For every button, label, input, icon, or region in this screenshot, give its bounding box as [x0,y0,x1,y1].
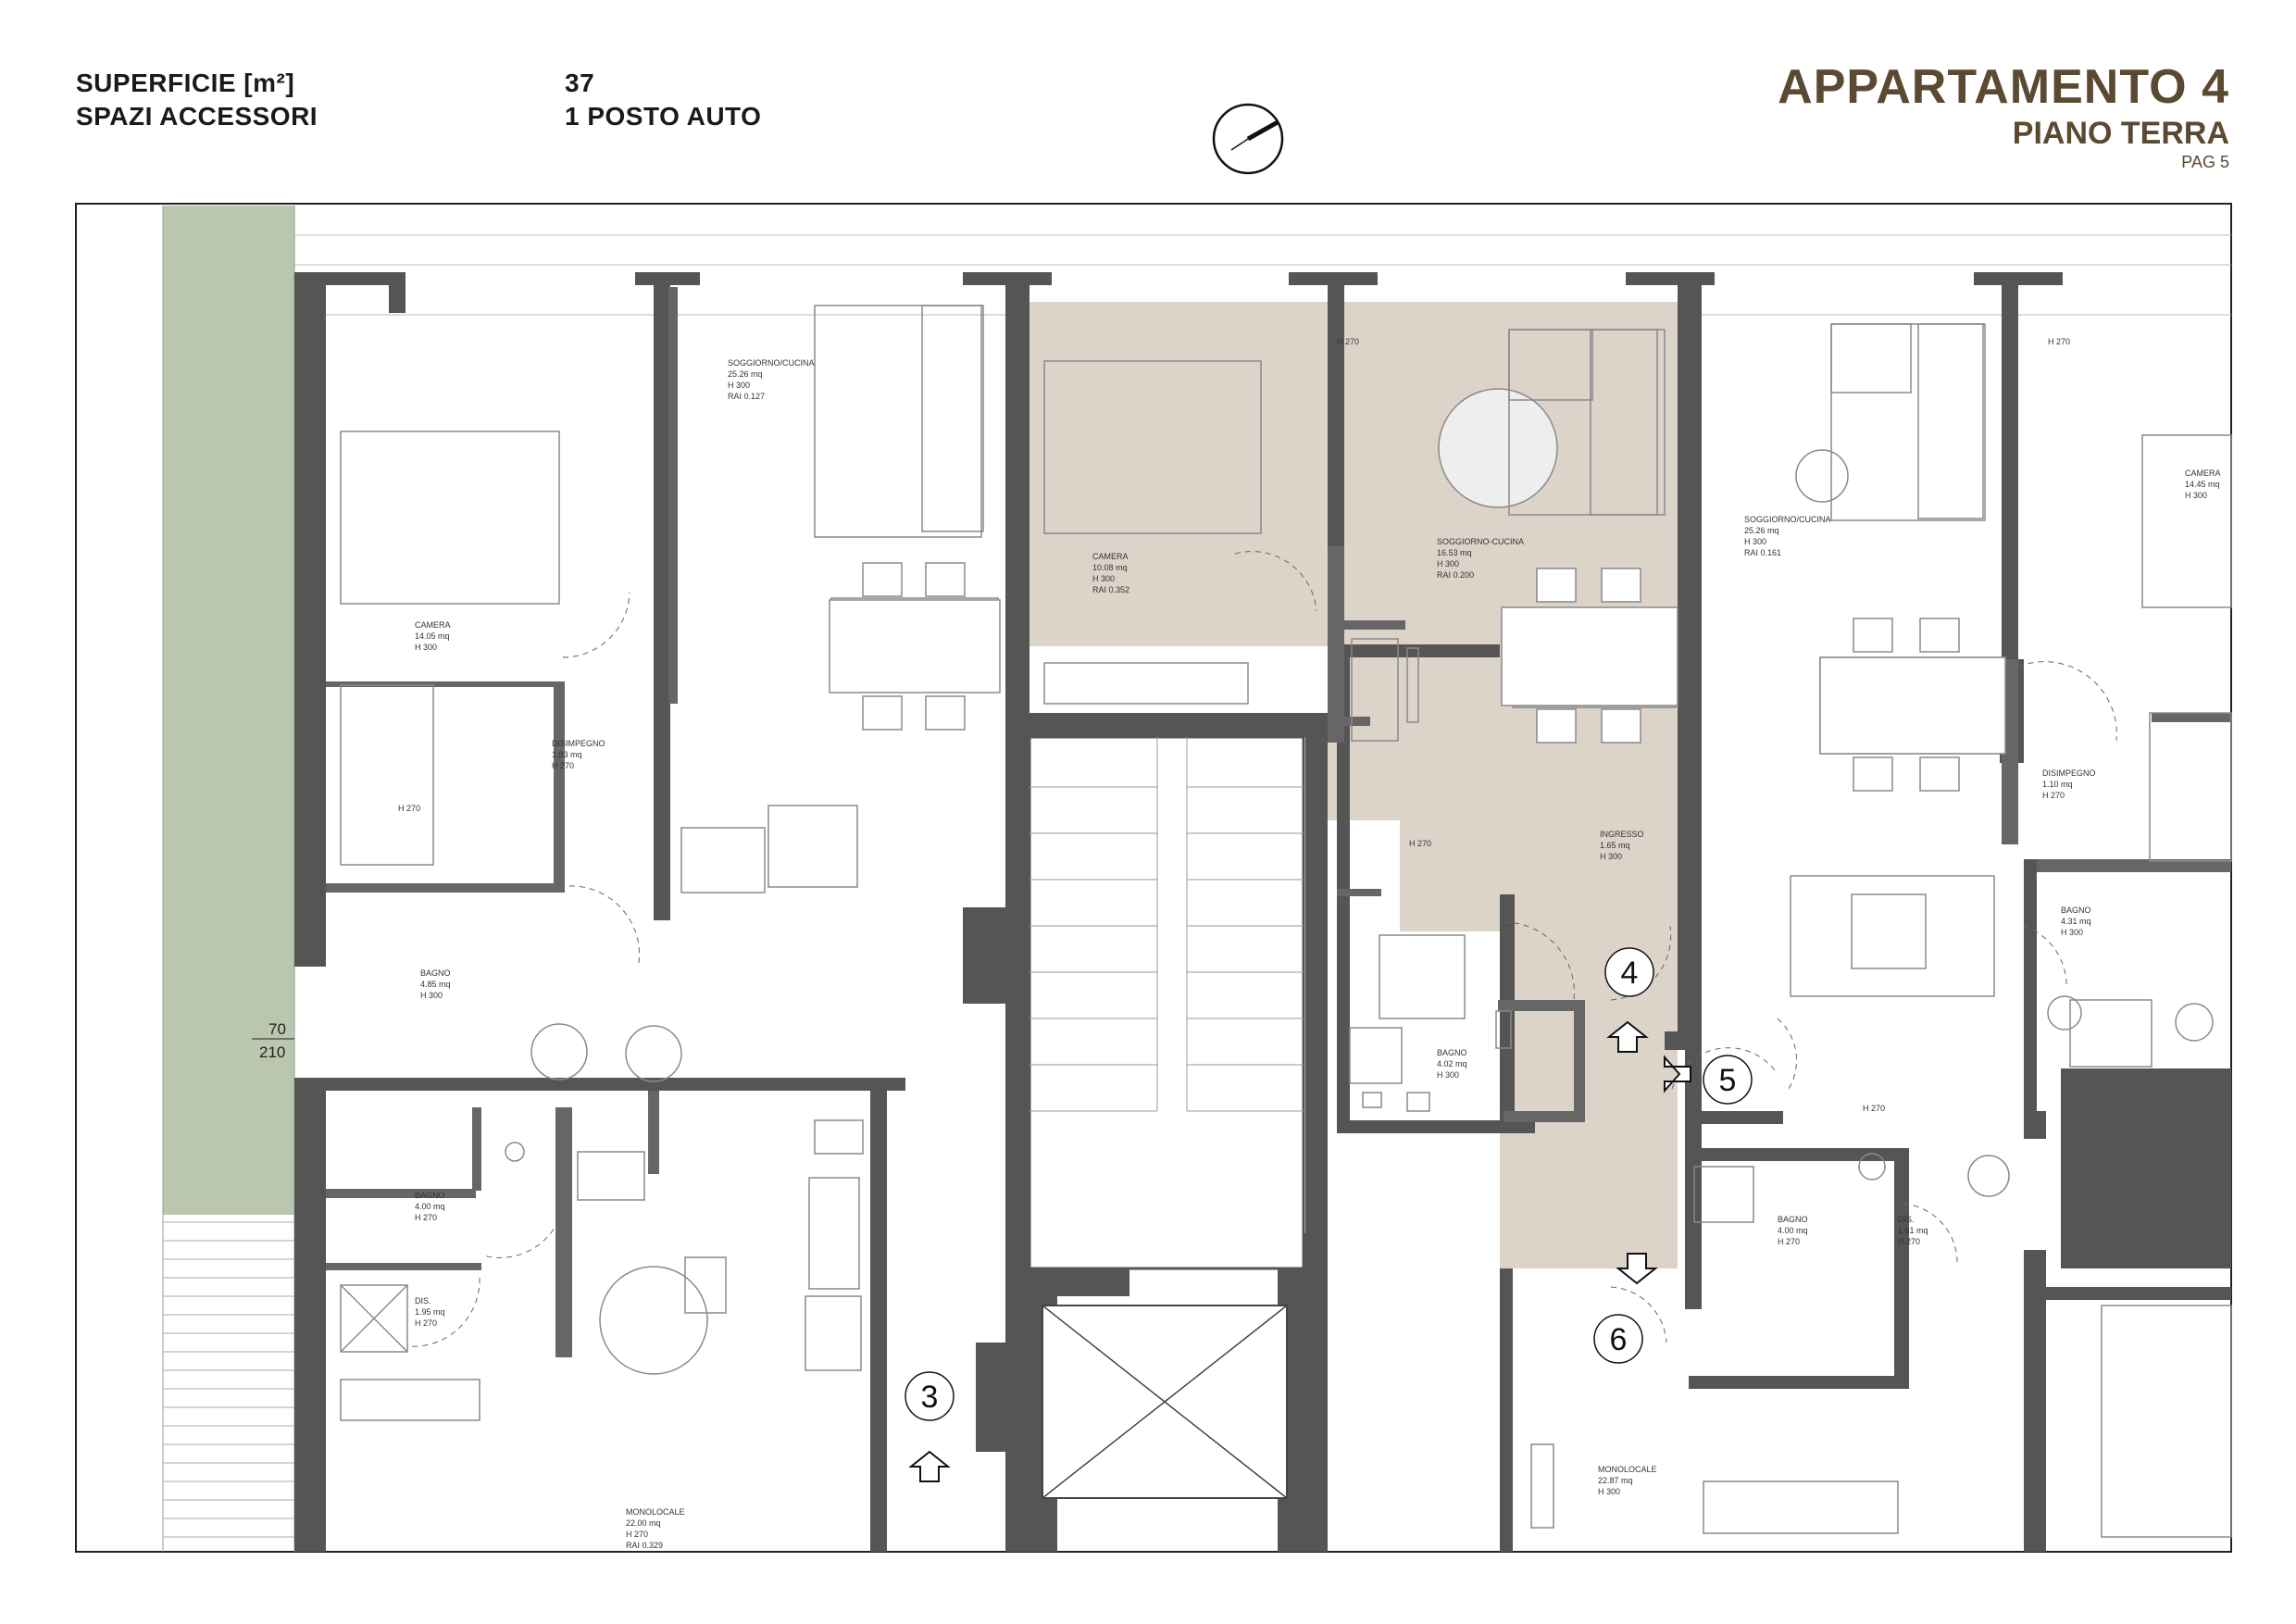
arrow-down-icon [1616,1253,1658,1285]
room-8-rai: RAI 0.352 [1092,585,1129,594]
room-1-name: SOGGIORNO/CUCINA [728,358,815,368]
room-12-area: 25.26 mq [1744,526,1779,535]
room-1-rai: RAI 0.127 [728,392,765,401]
arrow-right-icon [1664,1055,1691,1093]
height-label: H 270 [1863,1104,1885,1113]
room-9-height: H 300 [1437,559,1459,568]
room-9-rai: RAI 0.200 [1437,570,1474,580]
north-compass-icon [1212,103,1284,175]
room-14-area: 1.10 mq [2042,780,2073,789]
svg-text:4: 4 [1621,956,1639,991]
room-4-area: 4.85 mq [420,980,451,989]
room-5-name: BAGNO [415,1191,445,1200]
room-7-area: 22.00 mq [626,1518,661,1528]
room-9-name: SOGGIORNO-CUCINA [1437,537,1524,546]
page-title: APPARTAMENTO 4 [1778,60,2229,114]
room-10-name: INGRESSO [1600,830,1644,839]
svg-text:5: 5 [1719,1063,1737,1098]
room-3-area: 1.83 mq [552,750,582,759]
room-10-height: H 300 [1600,852,1622,861]
room-10-area: 1.65 mq [1600,841,1630,850]
garden-area [163,206,294,1215]
marker-4: 4 [1604,947,1654,997]
room-14-height: H 270 [2042,791,2065,800]
room-7-height: H 270 [626,1530,648,1539]
stair-core [1028,735,1305,1499]
marker-3: 3 [905,1371,955,1421]
room-11-name: BAGNO [1437,1048,1467,1057]
room-15-name: BAGNO [2061,906,2091,915]
room-11-area: 4.02 mq [1437,1059,1467,1068]
room-13-height: H 300 [2185,491,2207,500]
door-swings [406,551,2117,1347]
room-12-rai: RAI 0.161 [1744,548,1781,557]
room-17-height: H 270 [1898,1237,1920,1246]
room-2-name: CAMERA [415,620,451,630]
plan-frame [75,203,2232,1553]
room-16-area: 4.00 mq [1778,1226,1808,1235]
room-13-area: 14.45 mq [2185,480,2220,489]
arrow-up-icon [908,1450,951,1482]
spazi-accessori-value: 1 POSTO AUTO [565,102,762,131]
height-label: H 270 [398,804,420,813]
room-7-name: MONOLOCALE [626,1507,685,1517]
entry-arrows [908,1020,1691,1482]
window-height-dim: 210 [259,1043,285,1061]
room-13-name: CAMERA [2185,468,2221,478]
room-1-height: H 300 [728,381,750,390]
room-3-name: DISIMPEGNO [552,739,605,748]
room-6-name: DIS. [415,1296,431,1305]
partitions [326,287,2231,1357]
room-18-name: MONOLOCALE [1598,1465,1657,1474]
height-label: H 270 [1337,337,1359,346]
room-15-height: H 300 [2061,928,2083,937]
room-12-name: SOGGIORNO/CUCINA [1744,515,1831,524]
room-12-height: H 300 [1744,537,1766,546]
page-number: PAG 5 [2181,153,2229,171]
room-6-area: 1.95 mq [415,1307,445,1317]
room-2-height: H 300 [415,643,437,652]
room-5-height: H 270 [415,1213,437,1222]
room-8-name: CAMERA [1092,552,1129,561]
room-2-area: 14.05 mq [415,631,450,641]
room-11-height: H 300 [1437,1070,1459,1080]
height-label: H 270 [1409,839,1431,848]
arrow-up-icon [1606,1020,1649,1053]
room-8-height: H 300 [1092,574,1115,583]
svg-text:3: 3 [921,1380,939,1415]
room-7-rai: RAI 0.329 [626,1541,663,1550]
room-4-height: H 300 [420,991,443,1000]
height-label: H 270 [2048,337,2070,346]
dining-sets [829,562,2006,792]
room-1-area: 25.26 mq [728,369,763,379]
room-8-area: 10.08 mq [1092,563,1128,572]
room-18-height: H 300 [1598,1487,1620,1496]
superficie-label: SUPERFICIE [m²] [76,69,295,97]
room-15-area: 4.31 mq [2061,917,2091,926]
spazi-accessori-label: SPAZI ACCESSORI [76,102,318,131]
room-16-name: BAGNO [1778,1215,1808,1224]
room-5-area: 4.00 mq [415,1202,445,1211]
room-16-height: H 270 [1778,1237,1800,1246]
svg-text:6: 6 [1610,1322,1628,1357]
room-18-area: 22.87 mq [1598,1476,1633,1485]
window-width-dim: 70 [268,1020,286,1038]
floor-label: PIANO TERRA [2012,116,2229,151]
superficie-value: 37 [565,69,595,97]
exterior-steps [163,1221,294,1538]
room-17-name: DIS. [1898,1215,1915,1224]
room-6-height: H 270 [415,1318,437,1328]
marker-6: 6 [1593,1314,1643,1364]
room-17-area: 1.61 mq [1898,1226,1928,1235]
room-3-height: H 270 [552,761,574,770]
room-9-area: 16.53 mq [1437,548,1472,557]
marker-5: 5 [1703,1055,1753,1105]
room-14-name: DISIMPEGNO [2042,768,2096,778]
room-4-name: BAGNO [420,968,451,978]
